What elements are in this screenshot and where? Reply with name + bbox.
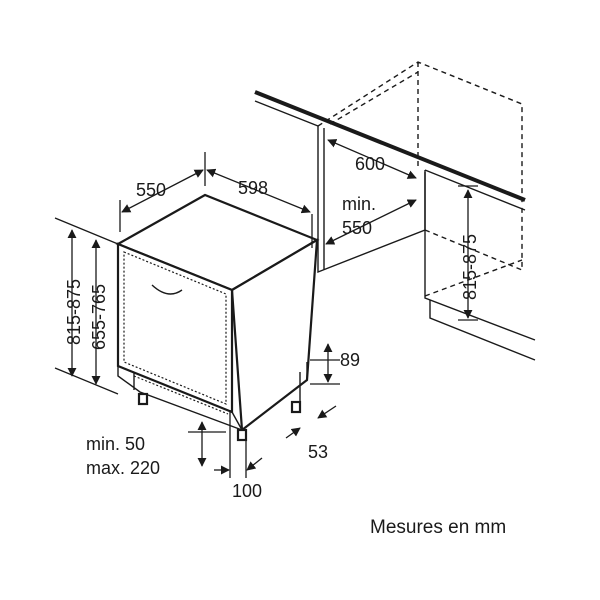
label-depth: 550 [136,180,166,200]
label-plinth-gap-max: max. 220 [86,458,160,478]
label-plinth-height: 89 [340,350,360,370]
label-height-total: 815-875 [64,279,84,345]
niche-outline-dashed [317,61,523,297]
label-niche-height: 815-875 [460,234,480,300]
label-niche-depth-prefix: min. [342,194,376,214]
dimension-lines [54,139,478,478]
label-height-body: 655-765 [89,284,109,350]
door-handle [151,284,183,295]
worktop-edge [254,90,526,202]
cabinet-side-right [424,170,536,341]
label-plinth-offset: 53 [308,442,328,462]
label-width: 598 [238,178,268,198]
dishwasher [115,193,320,442]
foot-front-right [236,428,248,442]
label-foot-distance: 100 [232,481,262,501]
caption: Mesures en mm [370,517,506,538]
label-niche-width: 600 [355,154,385,174]
label-niche-depth-value: 550 [342,218,372,238]
label-plinth-gap-min: min. 50 [86,434,145,454]
foot-front-left [137,392,149,406]
dimension-labels: 550 598 815-875 655-765 600 min. 550 815… [64,154,480,501]
foot-back-right [290,400,302,414]
dishwasher-base [117,362,308,431]
worktop-edge-lower [254,100,319,127]
door-inner-dotted [123,251,227,405]
